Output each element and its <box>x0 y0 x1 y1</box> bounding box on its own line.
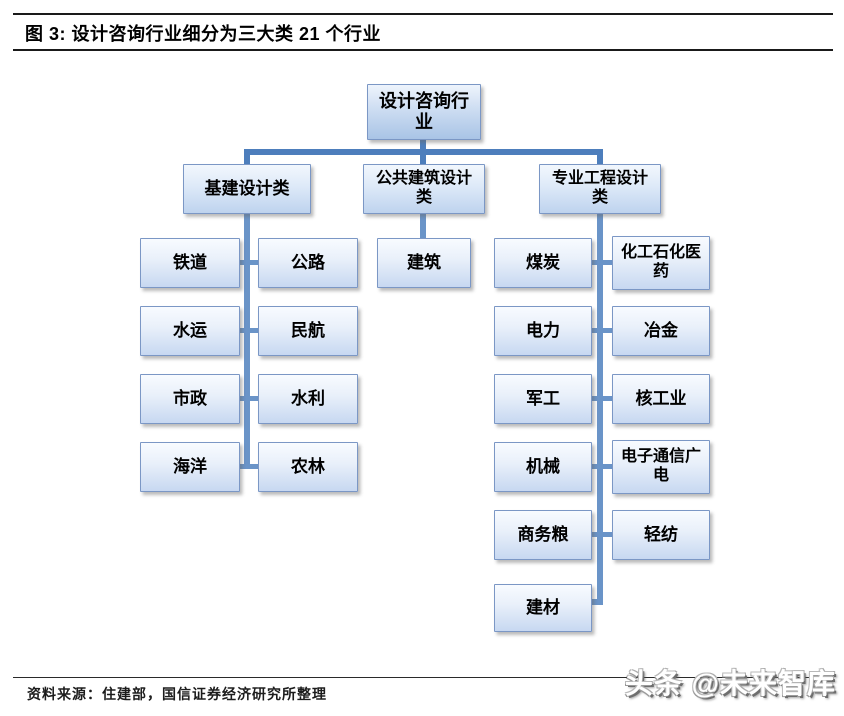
node-ocean: 海洋 <box>140 442 240 492</box>
title-bottom-rule <box>13 49 833 51</box>
node-water-conservancy: 水利 <box>258 374 358 424</box>
node-electronics-telecom-broadcasting: 电子通信广电 <box>612 440 710 494</box>
node-nuclear-industry: 核工业 <box>612 374 710 424</box>
connector-level1-horizontal <box>244 149 603 155</box>
node-highway: 公路 <box>258 238 358 288</box>
node-category-professional-engineering-design: 专业工程设计类 <box>539 164 661 214</box>
connector-stub-row2-left <box>238 328 260 333</box>
node-chemical-petrochemical-pharma: 化工石化医药 <box>612 236 710 290</box>
connector-stub-row4-left <box>238 464 260 469</box>
footer-rule <box>13 677 833 678</box>
connector-public-vertical <box>420 213 426 239</box>
connector-drop-infrastructure <box>244 149 250 164</box>
node-municipal: 市政 <box>140 374 240 424</box>
connector-stub-row2-right <box>590 328 614 333</box>
node-commerce-grain: 商务粮 <box>494 510 592 560</box>
connector-stub-row5-right <box>590 532 614 537</box>
source-note: 资料来源：住建部，国信证券经济研究所整理 <box>27 686 327 702</box>
node-coal: 煤炭 <box>494 238 592 288</box>
node-civil-aviation: 民航 <box>258 306 358 356</box>
node-water-transport: 水运 <box>140 306 240 356</box>
connector-drop-professional <box>597 149 603 164</box>
node-agriculture-forestry: 农林 <box>258 442 358 492</box>
node-military-industry: 军工 <box>494 374 592 424</box>
node-category-infrastructure-design: 基建设计类 <box>183 164 311 214</box>
node-category-public-building-design: 公共建筑设计类 <box>363 164 485 214</box>
node-light-textile: 轻纺 <box>612 510 710 560</box>
node-architecture: 建筑 <box>377 238 471 288</box>
title-top-rule <box>13 13 833 15</box>
connector-elbow-building-materials <box>589 599 603 605</box>
connector-infrastructure-trunk <box>244 213 250 467</box>
node-machinery: 机械 <box>494 442 592 492</box>
figure-title: 图 3: 设计咨询行业细分为三大类 21 个行业 <box>25 24 382 44</box>
node-electric-power: 电力 <box>494 306 592 356</box>
node-metallurgy: 冶金 <box>612 306 710 356</box>
connector-stub-row1-left <box>238 260 260 265</box>
connector-stub-row4-right <box>590 464 614 469</box>
connector-stub-row1-right <box>590 260 614 265</box>
node-building-materials: 建材 <box>494 584 592 632</box>
toutiao-watermark: 头条 @未来智库 <box>624 668 836 699</box>
connector-stub-row3-left <box>238 396 260 401</box>
node-design-consulting-industry: 设计咨询行业 <box>367 84 481 140</box>
connector-professional-trunk <box>597 213 603 605</box>
connector-stub-row3-right <box>590 396 614 401</box>
node-railway: 铁道 <box>140 238 240 288</box>
